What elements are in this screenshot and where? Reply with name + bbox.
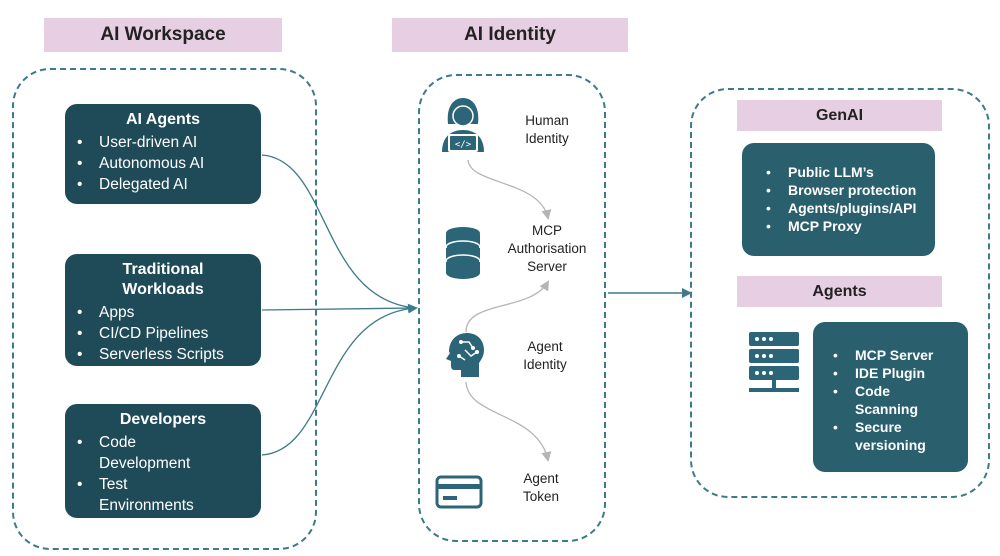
list-item: Test Environments (77, 474, 211, 516)
ai-identity-panel (418, 74, 606, 542)
label-line: Authorisation (507, 241, 587, 256)
list-item: Delegated AI (77, 174, 261, 195)
developers-card: Developers Code Development Test Environ… (65, 404, 261, 518)
list-item: Agents/plugins/API (766, 199, 935, 217)
traditional-workloads-list: Apps CI/CD Pipelines Serverless Scripts (65, 302, 261, 365)
server-rack-icon (747, 330, 801, 401)
ai-workspace-header: AI Workspace (44, 18, 282, 52)
label-line: MCP (532, 223, 562, 238)
list-item: Browser protection (766, 181, 935, 199)
label-line: Identity (525, 131, 569, 146)
list-item: Code Scanning (833, 382, 952, 418)
list-item: CI/CD Pipelines (77, 323, 261, 344)
connector-developers (261, 303, 418, 456)
traditional-workloads-title: Traditional Workloads (65, 254, 261, 300)
label-line: Server (527, 259, 567, 274)
agents-card: MCP Server IDE Plugin Code Scanning Secu… (813, 322, 968, 472)
agent-identity-label: Agent Identity (500, 338, 590, 374)
label-line: Token (522, 489, 560, 504)
label-line: Agent (527, 339, 563, 354)
flow-agent-to-mcp (465, 280, 550, 333)
connector-traditional (261, 307, 417, 311)
list-item: Autonomous AI (77, 153, 261, 174)
list-item: Secure versioning (833, 418, 952, 454)
label-line: Agent (523, 471, 559, 486)
human-developer-icon: </> (440, 94, 486, 159)
human-identity-label: Human Identity (504, 112, 590, 148)
developers-title: Developers (119, 411, 207, 428)
flow-human-to-mcp (467, 159, 552, 220)
title-line: Traditional (122, 261, 204, 278)
developers-list: Code Development Test Environments (65, 432, 261, 516)
list-item: Apps (77, 302, 261, 323)
label-line: Human (525, 113, 569, 128)
genai-list: Public LLM’s Browser protection Agents/p… (742, 163, 935, 235)
list-item: MCP Server (833, 346, 952, 364)
agents-header: Agents (737, 276, 942, 307)
genai-card: Public LLM’s Browser protection Agents/p… (742, 143, 935, 256)
genai-header: GenAI (737, 100, 942, 131)
agents-list: MCP Server IDE Plugin Code Scanning Secu… (813, 346, 968, 454)
traditional-workloads-card: Traditional Workloads Apps CI/CD Pipelin… (65, 254, 261, 366)
connector-ai-agents (261, 154, 417, 309)
ai-agents-card: AI Agents User-driven AI Autonomous AI D… (65, 104, 261, 204)
mcp-authorisation-server-label: MCP Authorisation Server (494, 222, 600, 276)
list-item: Serverless Scripts (77, 344, 261, 365)
flow-agent-to-token (465, 381, 552, 462)
agent-token-label: Agent Token (496, 470, 586, 506)
ai-head-icon (443, 330, 487, 385)
token-card-icon (435, 475, 483, 514)
database-icon (444, 226, 482, 285)
ai-agents-list: User-driven AI Autonomous AI Delegated A… (65, 132, 261, 195)
list-item: Public LLM’s (766, 163, 935, 181)
list-item: User-driven AI (77, 132, 261, 153)
ai-agents-title: AI Agents (125, 111, 201, 128)
svg-text:</>: </> (455, 140, 472, 150)
title-line: Workloads (122, 281, 204, 298)
label-line: Identity (523, 357, 567, 372)
list-item: Code Development (77, 432, 211, 474)
ai-identity-header: AI Identity (392, 18, 628, 52)
list-item: IDE Plugin (833, 364, 952, 382)
list-item: MCP Proxy (766, 217, 935, 235)
